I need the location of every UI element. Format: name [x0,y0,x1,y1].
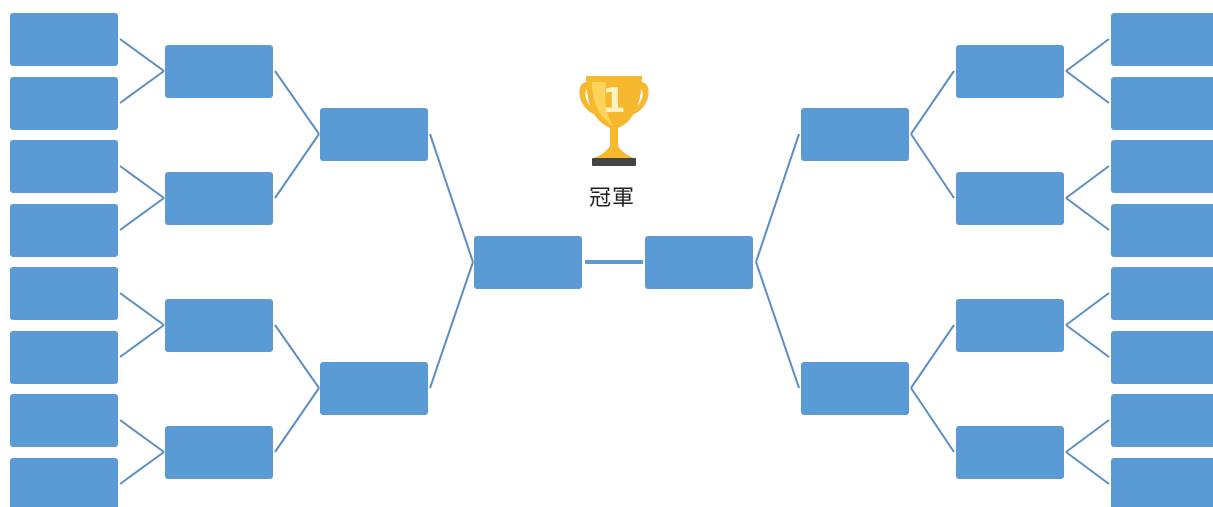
left-r1-slot-4[interactable] [10,204,118,257]
left-r2-slot-1[interactable] [165,45,273,98]
right-semifinal-connector [755,133,800,263]
right-r1-connector [1065,70,1110,104]
rank-number: 1 [602,81,626,121]
left-r1-connector [119,324,165,358]
left-r1-slot-7[interactable] [10,394,118,447]
right-r2-slot-4[interactable] [956,426,1064,479]
left-r1-connector [119,419,165,453]
right-r1-connector [1065,419,1110,453]
right-final-slot[interactable] [645,236,753,289]
left-r2-connector [274,324,320,389]
right-r2-slot-2[interactable] [956,172,1064,225]
left-semifinal-slot-2[interactable] [320,362,428,415]
right-r1-connector [1065,165,1110,199]
right-r1-slot-8[interactable] [1111,458,1213,507]
right-r1-connector [1065,292,1110,326]
right-semifinal-connector [755,261,800,389]
right-r1-slot-2[interactable] [1111,77,1213,130]
right-r2-slot-1[interactable] [956,45,1064,98]
left-semifinal-connector [429,133,474,263]
right-r1-slot-6[interactable] [1111,331,1213,384]
left-r2-connector [274,133,320,199]
left-r1-connector [119,70,165,104]
right-r1-slot-5[interactable] [1111,267,1213,320]
right-semifinal-slot-1[interactable] [801,108,909,161]
right-r2-connector [910,133,955,199]
left-r1-connector [119,197,165,231]
right-r1-connector [1065,324,1110,358]
left-semifinal-connector [429,261,474,389]
right-r1-connector [1065,197,1110,231]
right-r2-connector [910,387,955,453]
left-r1-slot-1[interactable] [10,13,118,66]
right-r2-connector [910,70,955,135]
left-semifinal-slot-1[interactable] [320,108,428,161]
left-r1-slot-8[interactable] [10,458,118,507]
left-r1-connector [119,38,165,72]
right-r1-slot-1[interactable] [1111,13,1213,66]
left-r2-slot-4[interactable] [165,426,273,479]
right-r2-connector [910,324,955,389]
left-r2-slot-2[interactable] [165,172,273,225]
right-r1-connector [1065,38,1110,72]
left-r1-connector [119,451,165,485]
left-r1-slot-6[interactable] [10,331,118,384]
left-r1-slot-5[interactable] [10,267,118,320]
right-semifinal-slot-2[interactable] [801,362,909,415]
right-r1-slot-4[interactable] [1111,204,1213,257]
left-r1-slot-2[interactable] [10,77,118,130]
left-final-slot[interactable] [474,236,582,289]
trophy-icon: 1 [579,76,649,166]
left-r2-connector [274,387,320,453]
champion-label: 冠軍 [588,186,635,211]
left-r1-connector [119,292,165,326]
left-r1-connector [119,165,165,199]
right-r1-connector [1065,451,1110,485]
right-r2-slot-3[interactable] [956,299,1064,352]
left-r1-slot-3[interactable] [10,140,118,193]
right-r1-slot-7[interactable] [1111,394,1213,447]
right-r1-slot-3[interactable] [1111,140,1213,193]
left-r2-connector [274,70,320,135]
left-r2-slot-3[interactable] [165,299,273,352]
